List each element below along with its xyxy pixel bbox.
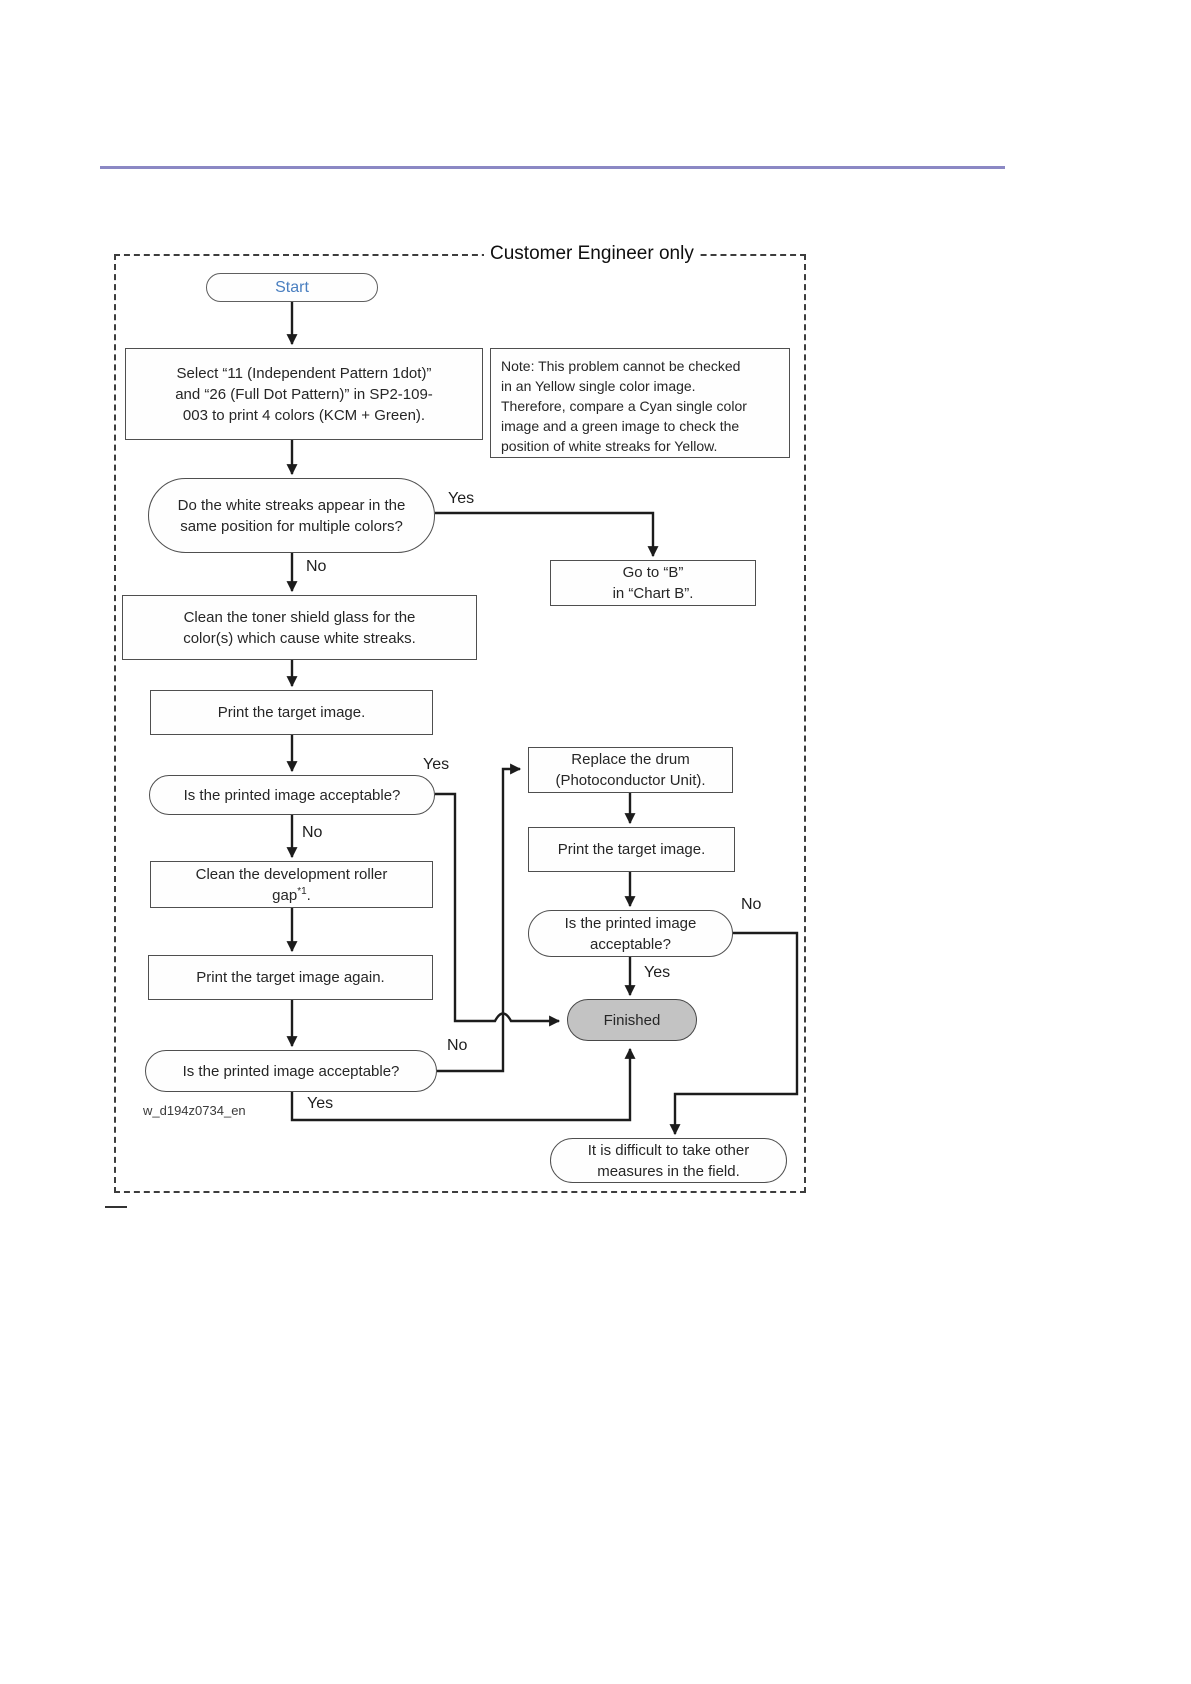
printed-image-acceptable-decision-3: Is the printed image acceptable?: [528, 910, 733, 957]
difficult-line: measures in the field.: [597, 1162, 740, 1180]
clean-development-roller-step: Clean the development roller gap*1.: [150, 861, 433, 908]
select-pattern-line: and “26 (Full Dot Pattern)” in SP2-109-: [175, 385, 433, 403]
finished-label: Finished: [603, 1011, 661, 1029]
acceptable-line: acceptable?: [590, 935, 671, 953]
note-line: image and a green image to check the: [501, 418, 740, 434]
replace-drum-step: Replace the drum (Photoconductor Unit).: [528, 747, 733, 793]
print-target-image-step-2: Print the target image.: [528, 827, 735, 872]
finished-node: Finished: [567, 999, 697, 1041]
print-target-label: Print the target image.: [217, 704, 366, 721]
clean-shield-line: Clean the toner shield glass for the: [183, 608, 416, 626]
acceptable-line: Is the printed image: [564, 914, 697, 932]
clean-dev-line: Clean the development roller: [195, 865, 388, 883]
decision-line: same position for multiple colors?: [180, 517, 403, 535]
replace-drum-line: (Photoconductor Unit).: [555, 772, 706, 789]
footnote-rule: [105, 1206, 127, 1208]
select-pattern-line: 003 to print 4 colors (KCM + Green).: [182, 406, 426, 424]
white-streaks-decision: Do the white streaks appear in the same …: [148, 478, 435, 553]
gap-footnote-ref: *1: [297, 885, 307, 897]
gap-period: .: [306, 886, 311, 904]
note-box: Note: This problem cannot be checked in …: [490, 348, 790, 458]
difficult-measures-node: It is difficult to take other measures i…: [550, 1138, 787, 1183]
acceptable-label: Is the printed image acceptable?: [183, 786, 401, 804]
edge-label-streaks-yes: Yes: [448, 490, 475, 507]
select-pattern-step: Select “11 (Independent Pattern 1dot)” a…: [125, 348, 483, 440]
print-target-again-step: Print the target image again.: [148, 955, 433, 1000]
note-line: Note: This problem cannot be checked: [501, 358, 741, 374]
page-divider-rule: [100, 166, 1005, 169]
goto-line: in “Chart B”.: [612, 585, 694, 602]
goto-chart-b-node: Go to “B” in “Chart B”.: [550, 560, 756, 606]
acceptable-label: Is the printed image acceptable?: [182, 1062, 400, 1080]
note-line: Therefore, compare a Cyan single color: [501, 398, 747, 414]
goto-line: Go to “B”: [622, 564, 684, 581]
edge-label-acceptable1-no: No: [302, 824, 323, 841]
edge-label-acceptable2-yes: Yes: [307, 1095, 334, 1112]
frame-title: Customer Engineer only: [484, 242, 700, 266]
printed-image-acceptable-decision-1: Is the printed image acceptable?: [149, 775, 435, 815]
gap-text: gap: [272, 886, 298, 904]
printed-image-acceptable-decision-2: Is the printed image acceptable?: [145, 1050, 437, 1092]
decision-line: Do the white streaks appear in the: [177, 496, 406, 514]
start-node: Start: [206, 273, 378, 302]
print-target-image-step: Print the target image.: [150, 690, 433, 735]
flowchart-frame: [114, 254, 806, 1193]
edge-label-acceptable2-no: No: [447, 1037, 468, 1054]
clean-shield-line: color(s) which cause white streaks.: [183, 629, 416, 647]
note-line: in an Yellow single color image.: [501, 378, 696, 394]
replace-drum-line: Replace the drum: [571, 751, 690, 768]
edge-label-streaks-no: No: [306, 558, 327, 575]
clean-toner-shield-step: Clean the toner shield glass for the col…: [122, 595, 477, 660]
edge-label-acceptable3-no: No: [741, 896, 762, 913]
clean-dev-gap-line: gap*1.: [272, 885, 311, 906]
select-pattern-line: Select “11 (Independent Pattern 1dot)”: [176, 364, 432, 382]
figure-code-label: w_d194z0734_en: [143, 1103, 246, 1118]
note-line: position of white streaks for Yellow.: [501, 438, 718, 454]
start-label: Start: [275, 279, 309, 296]
edge-label-acceptable1-yes: Yes: [423, 756, 450, 773]
print-target-label: Print the target image.: [557, 841, 706, 858]
difficult-line: It is difficult to take other: [587, 1141, 750, 1159]
edge-label-acceptable3-yes: Yes: [644, 964, 671, 981]
print-again-label: Print the target image again.: [196, 969, 385, 986]
